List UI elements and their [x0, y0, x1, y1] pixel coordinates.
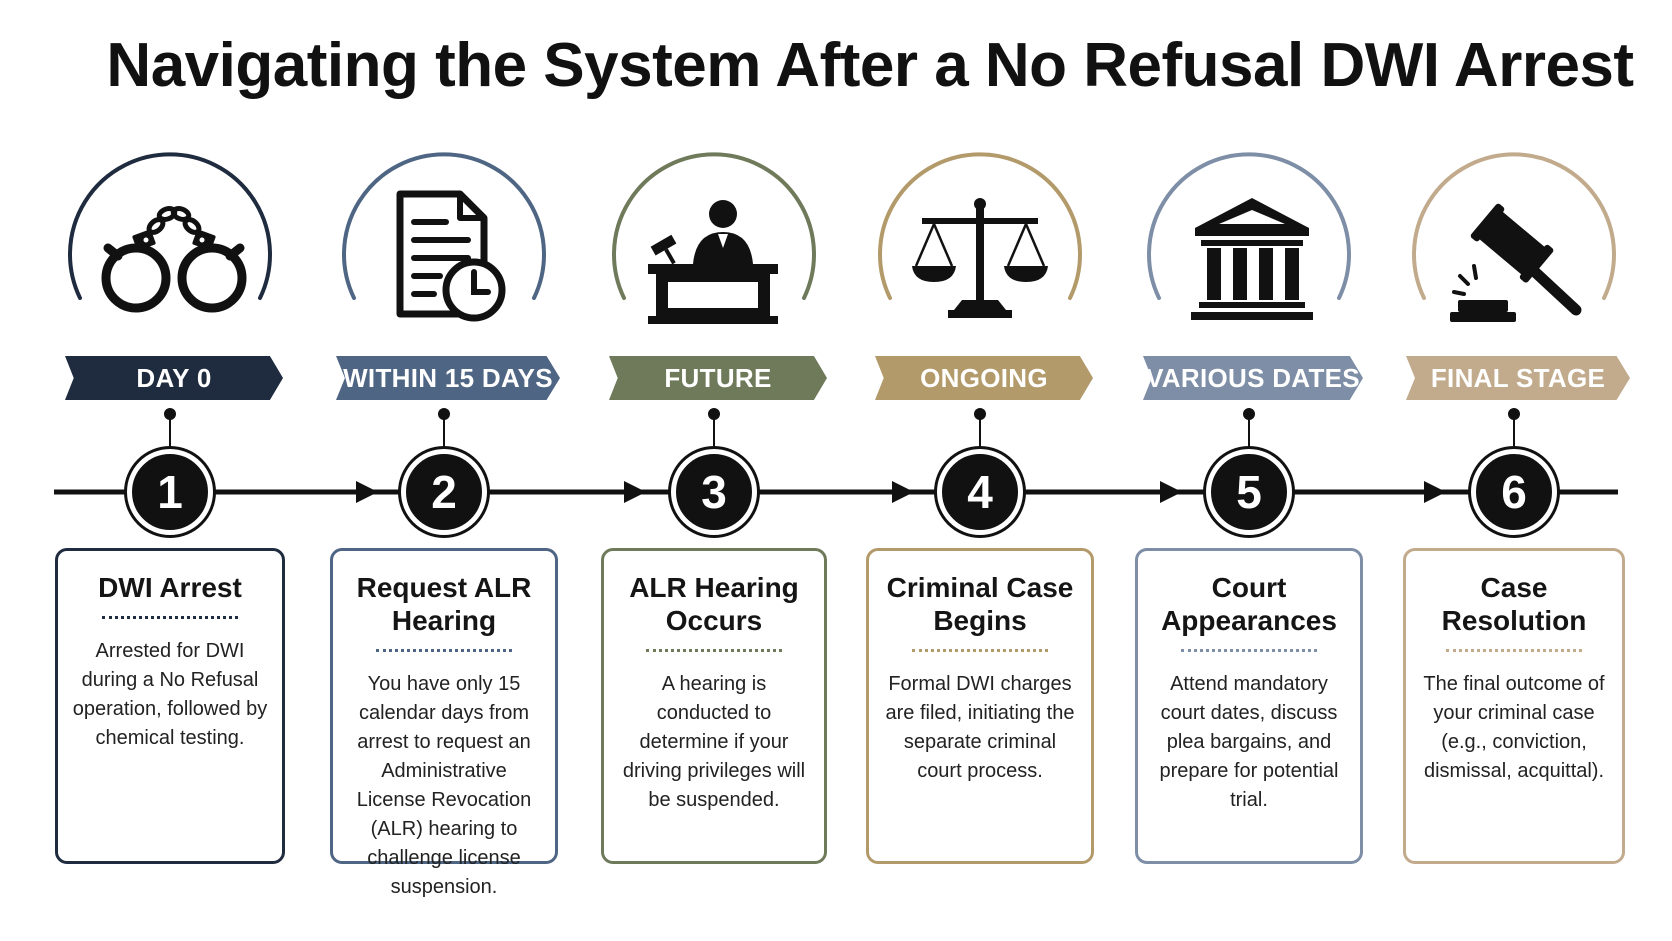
arc-stroke	[1412, 152, 1616, 300]
page-title: Navigating the System After a No Refusal…	[106, 31, 1634, 100]
connector	[1248, 412, 1250, 448]
step-heading: Criminal Case Begins	[886, 572, 1074, 636]
connector-dot	[974, 408, 986, 420]
arc-stroke	[1147, 152, 1351, 300]
step-description: A hearing is conducted to determine if y…	[622, 673, 806, 811]
step-description: Attend mandatory court dates, discuss pl…	[1159, 673, 1339, 811]
handcuffs-icon	[101, 206, 247, 313]
dotted-divider	[646, 649, 782, 652]
stage-banner: ONGOING	[875, 356, 1093, 400]
connector-dot	[1243, 408, 1255, 420]
connector-dot	[164, 408, 176, 420]
step-heading: ALR Hearing Occurs	[629, 572, 799, 636]
step-heading: DWI Arrest	[98, 572, 242, 603]
stage-banner: FINAL STAGE	[1406, 356, 1630, 400]
stage-banner: DAY 0	[65, 356, 283, 400]
connector-dot	[708, 408, 720, 420]
arc-stroke	[878, 152, 1082, 300]
step-card: DWI Arrest Arrested for DWI during a No …	[55, 548, 285, 864]
stage-banner: VARIOUS DATES	[1143, 356, 1363, 400]
step-description: You have only 15 calendar days from arre…	[356, 673, 532, 898]
timeline-arrowhead	[1160, 481, 1182, 503]
step-card: Case Resolution The final outcome of you…	[1403, 548, 1625, 864]
arc-stroke	[342, 152, 546, 300]
dotted-divider	[102, 616, 238, 619]
step-card: Court Appearances Attend mandatory court…	[1135, 548, 1363, 864]
step-number: 2	[401, 449, 487, 535]
step-heading: Request ALR Hearing	[356, 572, 532, 636]
stage-banner: FUTURE	[609, 356, 827, 400]
timeline-arrowhead	[892, 481, 914, 503]
step-number: 1	[127, 449, 213, 535]
step-number: 3	[671, 449, 757, 535]
stage-banner: WITHIN 15 DAYS	[336, 356, 560, 400]
scales-of-justice-icon	[912, 198, 1048, 318]
dotted-divider	[1446, 649, 1582, 652]
arc-frame	[1147, 152, 1351, 300]
timeline-arrowhead	[1424, 481, 1446, 503]
dotted-divider	[376, 649, 512, 652]
connector	[443, 412, 445, 448]
dotted-divider	[912, 649, 1048, 652]
step-card: Request ALR Hearing You have only 15 cal…	[330, 548, 558, 898]
dotted-divider	[1181, 649, 1317, 652]
courthouse-icon	[1191, 198, 1313, 320]
judge-bench-icon	[648, 200, 778, 324]
arc-frame	[1412, 152, 1616, 300]
arc-stroke	[68, 152, 272, 300]
connector	[979, 412, 981, 448]
step-description: Formal DWI charges are filed, initiating…	[885, 673, 1075, 782]
step-description: Arrested for DWI during a No Refusal ope…	[72, 640, 268, 749]
timeline-arrowhead	[356, 481, 378, 503]
arc-stroke	[612, 152, 816, 300]
step-number: 6	[1471, 449, 1557, 535]
step-heading: Case Resolution	[1441, 572, 1587, 636]
gavel-icon	[1450, 203, 1582, 322]
connector	[713, 412, 715, 448]
step-heading: Court Appearances	[1161, 572, 1337, 636]
arc-frame	[878, 152, 1082, 300]
step-card: ALR Hearing Occurs A hearing is conducte…	[601, 548, 827, 864]
arc-frame	[342, 152, 546, 300]
arc-frame	[68, 152, 272, 300]
timeline-arrowhead	[624, 481, 646, 503]
document-clock-icon	[396, 190, 506, 322]
step-number: 4	[937, 449, 1023, 535]
connector	[1513, 412, 1515, 448]
connector-dot	[1508, 408, 1520, 420]
step-number: 5	[1206, 449, 1292, 535]
connector	[169, 412, 171, 448]
step-description: The final outcome of your criminal case …	[1423, 673, 1605, 782]
arc-frame	[612, 152, 816, 300]
step-card: Criminal Case Begins Formal DWI charges …	[866, 548, 1094, 864]
connector-dot	[438, 408, 450, 420]
